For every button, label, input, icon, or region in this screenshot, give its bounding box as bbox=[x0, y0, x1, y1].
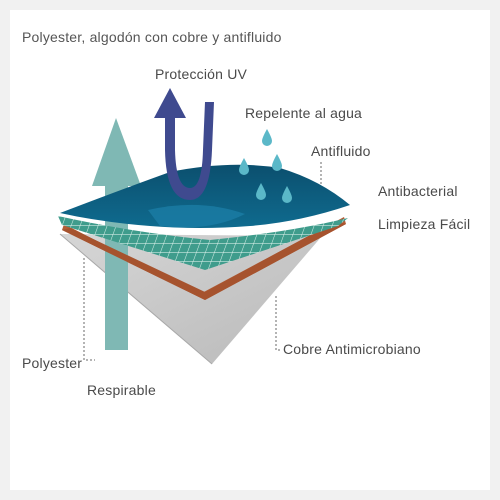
mesh-layer bbox=[58, 216, 348, 270]
water-drop bbox=[282, 186, 292, 203]
polyester-base-edge bbox=[59, 233, 213, 365]
water-drop-icon bbox=[239, 129, 292, 203]
water-drop bbox=[256, 183, 266, 200]
water-drop bbox=[239, 158, 249, 175]
diagram-title: Polyester, algodón con cobre y antifluid… bbox=[22, 29, 282, 45]
top-repellent-layer bbox=[60, 164, 350, 228]
leader-line-copper bbox=[275, 296, 282, 351]
leader-line-polyester bbox=[83, 258, 95, 361]
label-easy-clean: Limpieza Fácil bbox=[378, 216, 471, 232]
label-water-repellent: Repelente al agua bbox=[245, 105, 363, 121]
label-antifluid: Antifluido bbox=[311, 143, 371, 159]
water-drop bbox=[272, 154, 282, 171]
label-uv-protection: Protección UV bbox=[155, 66, 248, 82]
label-breathable: Respirable bbox=[87, 382, 156, 398]
label-polyester: Polyester bbox=[22, 355, 83, 371]
curved-arrow-icon bbox=[154, 88, 214, 200]
label-antimicrobial-copper: Cobre Antimicrobiano bbox=[283, 341, 421, 357]
water-drop bbox=[262, 129, 272, 146]
top-layer-fold bbox=[148, 204, 245, 228]
label-antibacterial: Antibacterial bbox=[378, 183, 458, 199]
